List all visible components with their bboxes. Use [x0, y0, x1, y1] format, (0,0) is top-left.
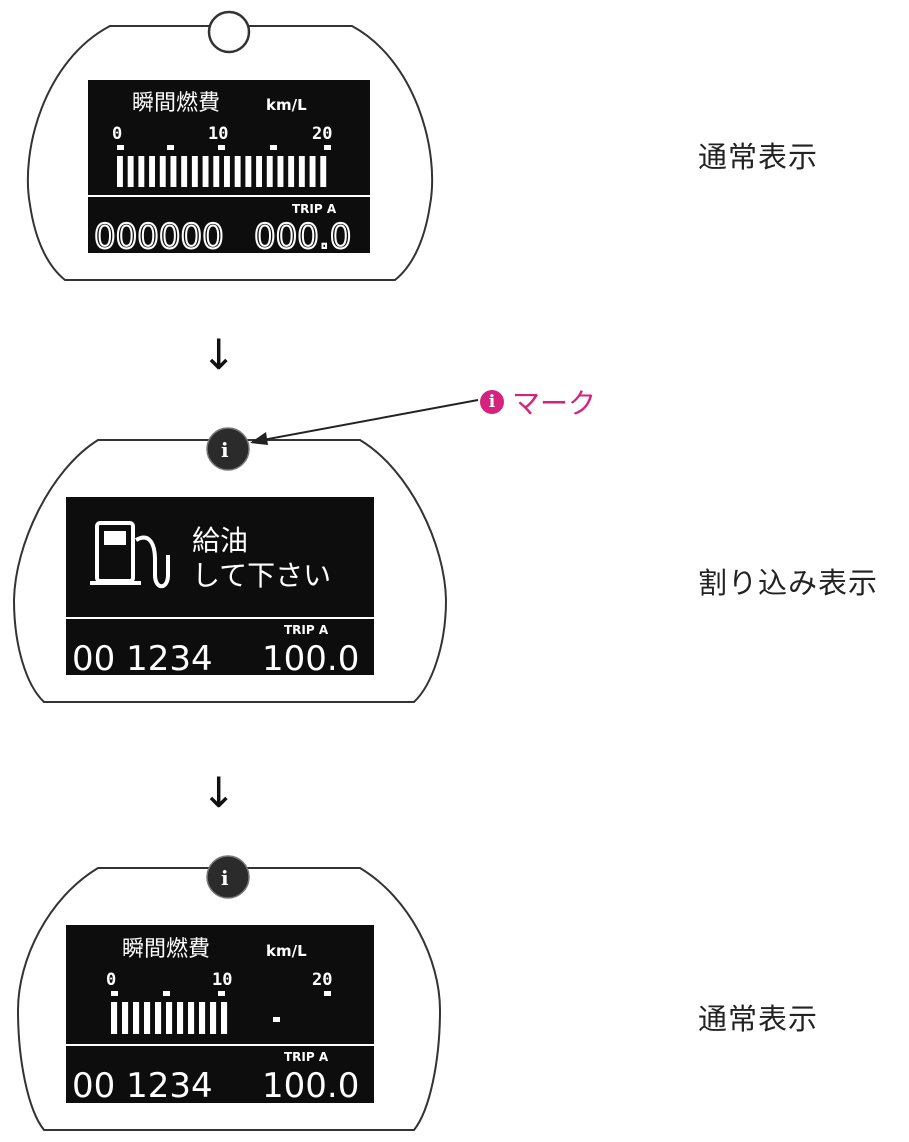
flow-arrow: ↓ — [201, 330, 237, 379]
gauge-title: 瞬間燃費 — [122, 937, 210, 962]
state-label: 通常表示 — [698, 140, 819, 174]
odometer-value: 00 1234 — [72, 1066, 213, 1106]
bar-segment — [309, 156, 316, 187]
info-icon: i — [206, 427, 250, 471]
lcd-screen — [66, 925, 374, 1103]
state-label: 通常表示 — [698, 1002, 819, 1036]
lcd-divider — [66, 617, 374, 619]
callout-leader-line — [251, 399, 479, 443]
bar-segment — [245, 156, 252, 187]
info-mark-callout: i マーク — [480, 382, 596, 422]
bar-segment — [191, 156, 198, 187]
lcd-divider — [66, 1044, 374, 1046]
bar-segment — [210, 1002, 217, 1034]
bar-segment — [199, 1002, 206, 1034]
bar-segment — [298, 156, 305, 187]
meter-panel-interrupt: i 給油 して下さい TRIP A 00 1234 100.0 — [12, 399, 479, 703]
bar-segment — [159, 156, 166, 187]
state-label: 割り込み表示 — [698, 566, 879, 600]
bar-segment — [166, 1002, 173, 1034]
callout-text: マーク — [512, 387, 597, 420]
trip-value: 100.0 — [262, 639, 359, 679]
lcd-divider — [88, 195, 370, 197]
flow-arrow: ↓ — [201, 768, 237, 817]
trip-label: TRIP A — [292, 202, 337, 216]
bar-segment — [234, 156, 241, 187]
trip-label: TRIP A — [284, 623, 329, 637]
trip-value: 100.0 — [262, 1066, 359, 1106]
bar-segment — [256, 156, 262, 187]
bar-segment — [149, 156, 155, 187]
bar-segment — [288, 156, 295, 187]
scale-tick-label: 0 — [112, 124, 122, 144]
bar-segment — [122, 1002, 129, 1034]
gauge-unit: km/L — [266, 942, 307, 960]
odometer-value: 00 1234 — [72, 639, 213, 679]
bar-segment — [111, 1002, 118, 1034]
fuel-pump-icon — [90, 521, 170, 589]
bar-segment — [277, 156, 284, 187]
bar-segment — [188, 1002, 195, 1034]
message-line-2: して下さい — [192, 559, 331, 592]
bar-segment — [266, 156, 273, 187]
scale-marks — [111, 991, 331, 1022]
scale-tick-label: 10 — [212, 970, 232, 990]
bar-segment — [221, 1002, 228, 1034]
bar-segment — [320, 156, 327, 187]
bar-segment — [144, 1002, 151, 1034]
gauge-unit: km/L — [266, 96, 307, 114]
info-icon: i — [206, 855, 250, 899]
meter-panel-normal-2: i 瞬間燃費 km/L 0 10 20 TRIP A 00 1234 100.0 — [16, 855, 442, 1131]
scale-tick-label: 20 — [312, 970, 332, 990]
callout-arrowhead — [250, 432, 268, 445]
bar-segment — [138, 156, 145, 187]
meter-panel-normal-1: 瞬間燃費 km/L 0 10 20 TRIP A 000000 000.0 — [26, 10, 434, 281]
gauge-title: 瞬間燃費 — [132, 91, 220, 116]
info-icon: i — [480, 390, 504, 414]
bar-segment — [181, 156, 188, 187]
bar-segment — [155, 1002, 162, 1034]
bar-segment — [133, 1002, 140, 1034]
bar-segment — [213, 156, 220, 187]
bar-segment — [202, 156, 209, 187]
bar-segment — [224, 156, 230, 187]
svg-text:i: i — [221, 866, 229, 890]
fuel-economy-bar-graph — [117, 156, 327, 187]
scale-tick-label: 0 — [106, 970, 116, 990]
bar-segment — [177, 1002, 184, 1034]
bar-segment — [117, 156, 123, 187]
fuel-economy-bar-graph — [111, 1002, 228, 1034]
trip-label: TRIP A — [284, 1050, 329, 1064]
odometer-value: 000000 — [94, 217, 224, 257]
message-line-1: 給油 — [192, 524, 248, 557]
scale-tick-label: 20 — [312, 124, 332, 144]
scale-marks — [117, 145, 331, 150]
top-ring-marker — [207, 10, 251, 54]
svg-text:i: i — [221, 438, 229, 462]
bar-segment — [170, 156, 177, 187]
trip-value: 000.0 — [254, 217, 351, 257]
scale-tick-label: 10 — [208, 124, 228, 144]
bar-segment — [127, 156, 134, 187]
